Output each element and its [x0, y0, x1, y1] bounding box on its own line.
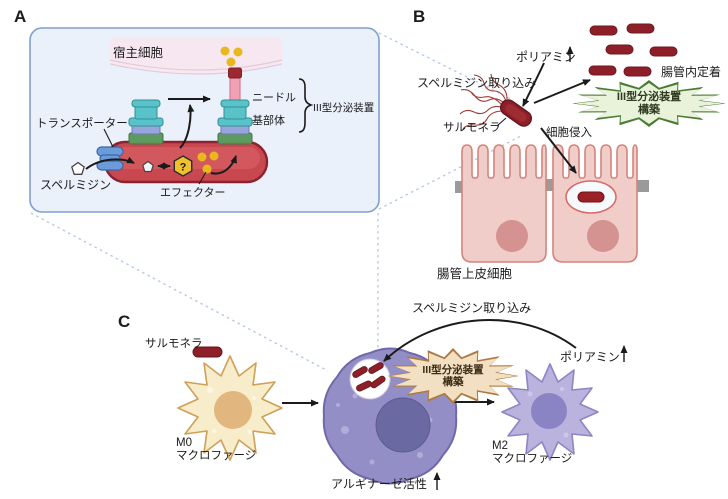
m0-granules — [207, 387, 256, 435]
salmonella-label-c: サルモネラ — [145, 337, 203, 350]
arrow-effector-to-basal — [210, 155, 237, 175]
needle-tip — [228, 67, 242, 79]
t3ss-burst-c-line2: 構築 — [442, 376, 464, 388]
infected-nucleus — [375, 397, 431, 453]
m2-granules — [527, 387, 569, 438]
panel-c-label: C — [118, 312, 130, 331]
panel-b-arrows — [522, 62, 591, 174]
spermidine-pentagon-inside — [142, 160, 154, 173]
flagella — [459, 73, 508, 130]
dashed-line-a-to-c-left — [30, 212, 329, 372]
nucleus-left — [496, 220, 528, 252]
question-hexagon — [173, 155, 193, 177]
needle-label: ニードル — [252, 92, 296, 104]
pointer-salmonella-b — [496, 117, 507, 127]
panel-a-label: A — [14, 7, 26, 26]
dashed-line-a-to-b-top — [378, 32, 512, 100]
panel-a-arrows — [85, 95, 237, 175]
host-membrane-line-2 — [109, 63, 283, 75]
m2-type-label: マクロファージ — [492, 452, 572, 465]
effector-dots-host — [220, 46, 243, 67]
salmonella-b — [459, 73, 533, 130]
t3ss-burst-b-line1: III型分泌装置 — [616, 90, 682, 103]
basal-body-label: 基部体 — [252, 113, 285, 127]
cell-invasion-label: 細胞侵入 — [546, 125, 592, 139]
panel-b-label: B — [413, 7, 425, 26]
polyamine-label-b: ポリアミン — [516, 50, 576, 64]
t3ss-label: III型分泌装置 — [313, 101, 374, 114]
spermidine-uptake-label-c: スペルミジン取り込み — [412, 301, 531, 315]
zoom-connector-lines — [30, 32, 524, 372]
t3ss-burst-c-line1: III型分泌装置 — [422, 363, 484, 376]
salmonella-label-b: サルモネラ — [443, 121, 501, 134]
spermidine-label: スペルミジン — [40, 178, 111, 192]
basal-body-left — [128, 99, 164, 145]
arrow-spermidine-import — [85, 156, 135, 170]
nucleus-right — [587, 220, 619, 252]
m2-name-label: M2 — [492, 440, 508, 452]
t3ss-starburst-b: III型分泌装置 構築 — [572, 80, 726, 127]
epithelium-label: 腸管上皮細胞 — [437, 266, 513, 281]
arginase-label: アルギナーゼ活性 — [331, 477, 427, 491]
m0-macrophage — [177, 355, 283, 461]
vacuole-bacterium — [577, 191, 605, 203]
panel-c-arrows — [282, 319, 577, 407]
host-membrane-line-1 — [109, 59, 283, 71]
arrow-polyamine-to-salmonella — [522, 62, 545, 107]
arrow-to-colonization — [533, 79, 591, 104]
spermidine-uptake-label-b: スペルミジン取り込み — [417, 76, 536, 90]
bacteria-cluster — [588, 23, 678, 77]
arrow-up-to-needle — [179, 104, 195, 149]
polyamine-label-c: ポリアミン — [560, 350, 620, 364]
spermidine-pentagon-outside — [71, 161, 85, 175]
effector-label: エフェクター — [160, 186, 226, 199]
basal-body-right — [217, 99, 253, 145]
m0-nucleus — [214, 391, 252, 429]
panel-b: B — [413, 7, 721, 281]
panel-a: A 宿主細胞 ? — [14, 7, 380, 213]
transporter-icon — [96, 146, 124, 171]
pointer-transporter — [103, 128, 114, 148]
host-cell-label: 宿主細胞 — [113, 45, 164, 60]
arrow-cell-invasion — [540, 127, 577, 174]
panel-a-pointers — [103, 128, 207, 185]
panel-c: C — [118, 301, 628, 491]
m0-name-label: M0 — [176, 437, 192, 449]
t3ss-burst-b-line2: 構築 — [638, 103, 660, 116]
infected-granules — [336, 393, 433, 465]
host-cell-membrane — [110, 38, 282, 74]
t3ss-brace — [298, 78, 314, 133]
t3ss-starburst-c: III型分泌装置 構築 — [387, 348, 519, 404]
vacuole-bacteria-c — [352, 362, 386, 392]
salmonella-rod-c — [192, 346, 223, 358]
effector-dots-bacterium — [197, 151, 219, 174]
question-mark: ? — [180, 162, 187, 174]
m2-macrophage — [501, 363, 599, 461]
m0-type-label: マクロファージ — [176, 449, 256, 462]
m2-nucleus — [531, 393, 567, 429]
transporter-label: トランスポーター — [36, 117, 128, 130]
pointer-effector — [198, 171, 207, 185]
epithelium-group — [455, 144, 649, 263]
arrow-spermidine-uptake-c — [383, 319, 577, 362]
colonization-label: 腸管内定着 — [661, 64, 721, 79]
